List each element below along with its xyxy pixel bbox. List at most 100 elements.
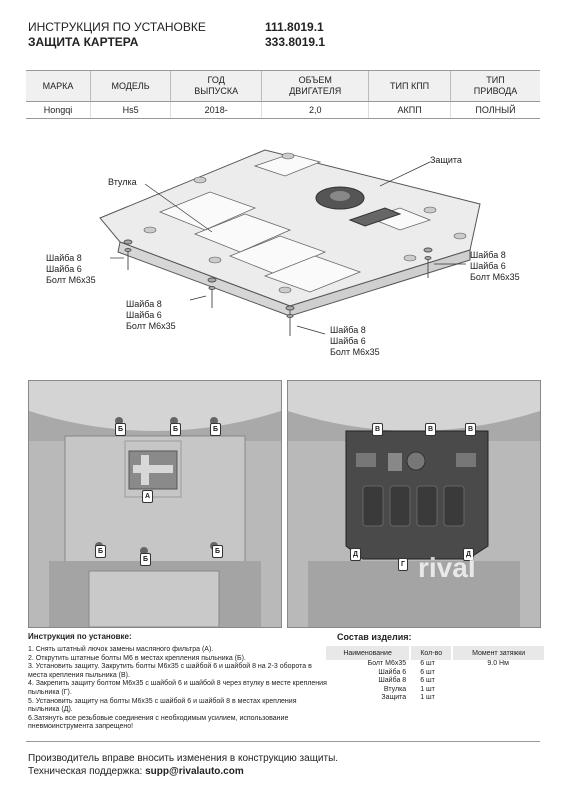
spec-gearbox: АКПП: [368, 101, 451, 119]
label-protection: Защита: [430, 155, 462, 165]
spec-header-line: ДВИГАТЕЛЯ: [289, 86, 342, 96]
article-code-1: 111.8019.1: [265, 20, 324, 34]
label-washer-8: Шайба 8: [126, 299, 162, 309]
item-torque: [452, 694, 544, 703]
item-torque: [452, 677, 544, 686]
spec-header-line: ТИП: [486, 75, 505, 85]
instructions-title: Инструкция по установке:: [28, 632, 132, 641]
marker-b: Б: [95, 545, 107, 558]
instruction-step: 5. Установить защиту на болты М6х35 с ша…: [28, 697, 297, 714]
label-washer-8: Шайба 8: [46, 253, 82, 263]
marker-v: В: [465, 423, 477, 436]
item-torque: 9.0 Нм: [487, 660, 509, 667]
support-label: Техническая поддержка:: [28, 766, 146, 777]
item-torque: [452, 686, 544, 695]
spec-header: МОДЕЛЬ: [90, 70, 171, 102]
composition-row: Болт М6х35 6 шт 9.0 Нм: [326, 660, 544, 669]
support-email-link[interactable]: supp@rivalauto.com: [145, 766, 244, 777]
item-qty: 1 шт: [420, 694, 435, 701]
item-name: Втулка: [383, 685, 407, 693]
underbody-photo-after: [288, 381, 540, 627]
label-washer-6: Шайба 6: [126, 310, 162, 320]
title-line-2: ЗАЩИТА КАРТЕРА: [28, 35, 139, 49]
label-bolt: Болт М6х35: [126, 321, 176, 331]
spec-header: ТИП КПП: [368, 70, 451, 102]
doc-title: ИНСТРУКЦИЯ ПО УСТАНОВКЕ ЗАЩИТА КАРТЕРА: [28, 20, 206, 50]
marker-v: В: [372, 423, 384, 436]
label-washer-8: Шайба 8: [330, 325, 366, 335]
marker-b: Б: [210, 423, 222, 436]
spec-model: Hs5: [90, 101, 171, 119]
part-drawing: [40, 140, 520, 375]
instruction-step: 6.Затянуть все резьбовые соединения с не…: [28, 714, 289, 731]
item-qty: 6 шт: [420, 668, 435, 676]
title-line-1: ИНСТРУКЦИЯ ПО УСТАНОВКЕ: [28, 20, 206, 34]
article-code-2: 333.8019.1: [265, 35, 326, 49]
marker-d: Д: [350, 548, 361, 561]
label-bolt: Болт М6х35: [330, 347, 380, 357]
footer-disclaimer: Производитель вправе вносить изменения в…: [28, 753, 339, 764]
item-qty: 6 шт: [420, 677, 435, 684]
marker-b: Б: [140, 553, 152, 566]
composition-header: Наименование: [326, 646, 411, 660]
instruction-step: 2. Открутить штатные болты М6 в местах к…: [28, 654, 246, 662]
spec-header-line: ТИП КПП: [390, 80, 430, 91]
spec-header-line: ВЫПУСКА: [194, 86, 239, 96]
label-washer-8: Шайба 8: [470, 250, 506, 260]
label-bushing: Втулка: [108, 177, 137, 187]
watermark-logo: rival: [418, 552, 476, 583]
marker-b: Б: [170, 423, 182, 436]
footer: Производитель вправе вносить изменения в…: [28, 752, 338, 778]
composition-row: Втулка 1 шт: [326, 686, 544, 695]
marker-g: Г: [398, 558, 408, 571]
marker-d: Д: [463, 548, 474, 561]
instruction-step: 1. Снять штатный лючок замены масляного …: [28, 646, 214, 653]
composition-row: Шайба 8 6 шт: [326, 677, 544, 686]
spec-brand: Hongqi: [26, 101, 91, 119]
composition-table: Наименование Кол-во Момент затяжки Болт …: [326, 646, 544, 703]
instruction-step: 4. Закрепить защиту болтом М6х35 с шайбо…: [28, 680, 327, 696]
fastener-callout-right: Шайба 8 Шайба 6 Болт М6х35: [470, 250, 520, 283]
spec-header-line: МОДЕЛЬ: [111, 80, 150, 91]
spec-engine: 2,0: [261, 101, 369, 119]
item-name: Шайба 8: [378, 677, 407, 684]
instructions-list: 1. Снять штатный лючок замены масляного …: [28, 646, 328, 732]
spec-header-line: ГОД: [207, 75, 225, 85]
item-name: Болт М6х35: [367, 660, 407, 667]
photo-after-install: [287, 380, 541, 628]
label-washer-6: Шайба 6: [470, 261, 506, 271]
marker-v: В: [425, 423, 437, 436]
fastener-callout-left: Шайба 8 Шайба 6 Болт М6х35: [46, 253, 96, 286]
composition-row: Шайба 6 6 шт: [326, 669, 544, 678]
composition-header: Момент затяжки: [451, 646, 544, 660]
item-name: Шайба 6: [378, 668, 407, 676]
article-codes: 111.8019.1 333.8019.1: [265, 20, 325, 50]
marker-a: А: [142, 490, 154, 503]
spec-header: МАРКА: [26, 70, 91, 102]
footer-divider: [26, 741, 540, 742]
composition-row: Защита 1 шт: [326, 694, 544, 703]
item-qty: 1 шт: [420, 685, 435, 693]
marker-b: Б: [212, 545, 224, 558]
composition-header: Кол-во: [409, 646, 453, 660]
label-washer-6: Шайба 6: [330, 336, 366, 346]
spec-year: 2018-: [170, 101, 262, 119]
item-name: Защита: [381, 694, 407, 701]
skid-plate-illustration: [99, 149, 481, 336]
spec-drive: ПОЛНЫЙ: [450, 101, 540, 119]
fastener-callout-bottom: Шайба 8 Шайба 6 Болт М6х35: [330, 325, 380, 358]
spec-header-line: МАРКА: [42, 80, 74, 91]
composition-title: Состав изделия:: [337, 632, 412, 642]
label-bolt: Болт М6х35: [470, 272, 520, 282]
underbody-photo-before: [29, 381, 281, 628]
marker-b: Б: [115, 423, 127, 436]
instruction-step: 3. Установить защиту. Закрутить болты М6…: [28, 663, 312, 679]
photo-before-install: [28, 380, 282, 628]
label-washer-6: Шайба 6: [46, 264, 82, 274]
spec-header-line: ОБЪЕМ: [298, 75, 332, 85]
fastener-callout-center: Шайба 8 Шайба 6 Болт М6х35: [126, 299, 176, 332]
spec-header-line: ПРИВОДА: [473, 86, 518, 96]
